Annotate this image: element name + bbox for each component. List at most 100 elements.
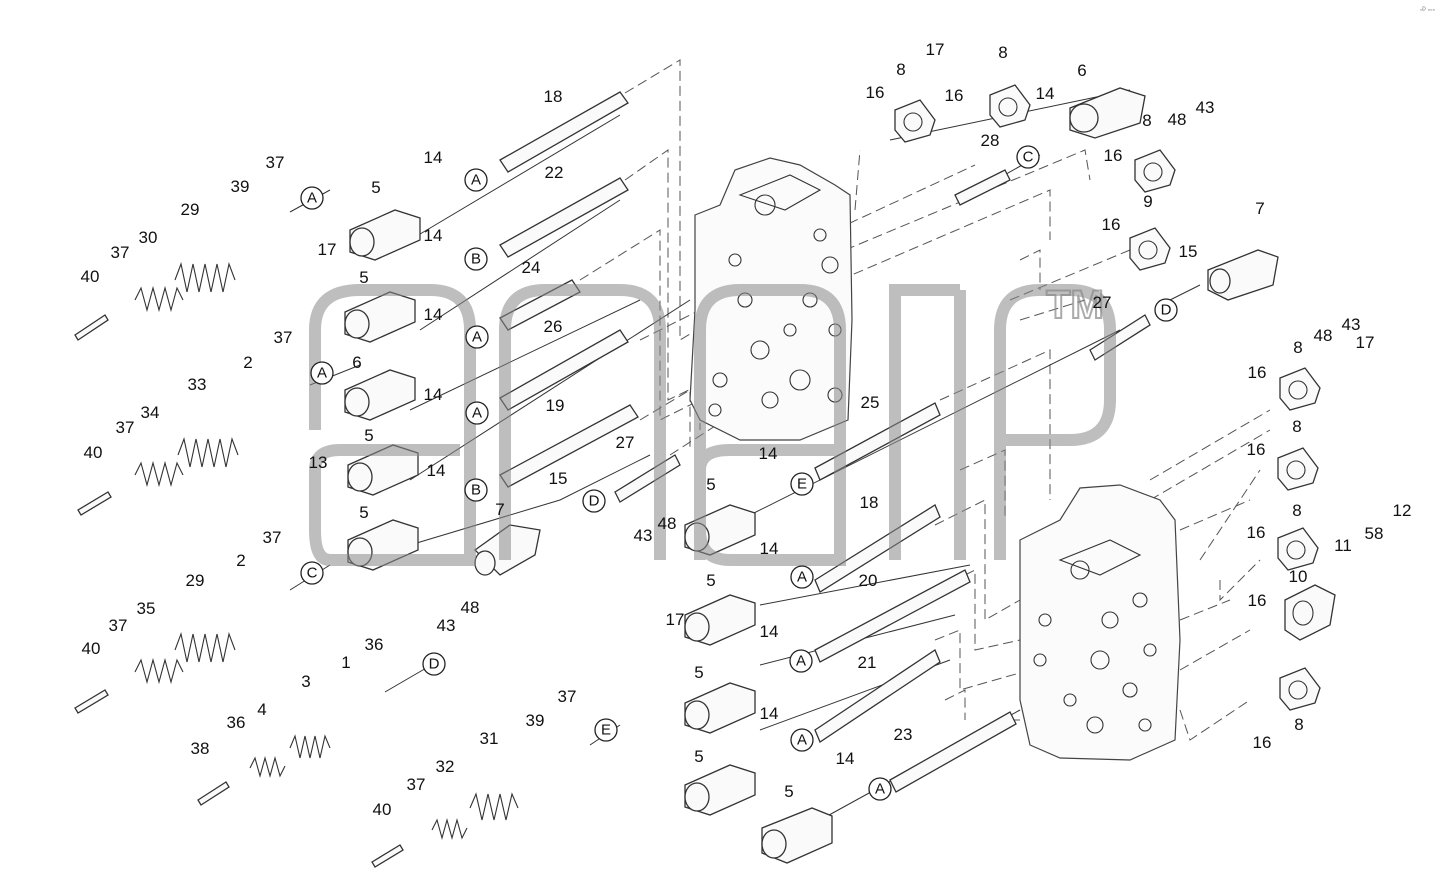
- connector-D: D: [422, 652, 446, 676]
- connector-circle: [789, 649, 813, 673]
- part-callout-39: 39: [526, 711, 545, 730]
- part-callout-17: 17: [1356, 333, 1375, 352]
- part-callout-16: 16: [1248, 363, 1267, 382]
- part-callout-14: 14: [1036, 84, 1055, 103]
- connector-A: A: [789, 649, 813, 673]
- part-callout-12: 12: [1393, 501, 1412, 520]
- part-callout-40: 40: [373, 800, 392, 819]
- part-callout-18: 18: [860, 493, 879, 512]
- part-callout-14: 14: [424, 385, 443, 404]
- part-callout-48: 48: [1168, 110, 1187, 129]
- part-callout-37: 37: [111, 243, 130, 262]
- connector-letter: A: [317, 365, 327, 382]
- right-valve-body: [1019, 484, 1181, 761]
- connector-A: A: [310, 361, 334, 385]
- part-callout-5: 5: [694, 747, 703, 766]
- part-callout-8: 8: [1293, 338, 1302, 357]
- corner-mark: ◦ᴰ ◦◦◦: [1420, 7, 1435, 14]
- part-callout-26: 26: [544, 317, 563, 336]
- part-callout-30: 30: [139, 228, 158, 247]
- connector-E: E: [594, 718, 618, 742]
- part-callout-14: 14: [427, 461, 446, 480]
- part-callout-16: 16: [1104, 146, 1123, 165]
- part-callout-18: 18: [544, 87, 563, 106]
- part-callout-19: 19: [546, 396, 565, 415]
- part-callout-21: 21: [858, 653, 877, 672]
- part-callout-17: 17: [926, 40, 945, 59]
- part-callout-8: 8: [1142, 111, 1151, 130]
- part-callout-1: 1: [341, 653, 350, 672]
- part-callout-5: 5: [371, 178, 380, 197]
- connector-circle: [594, 718, 618, 742]
- part-callout-8: 8: [1292, 417, 1301, 436]
- part-callout-20: 20: [859, 571, 878, 590]
- left-solenoids: [344, 209, 541, 576]
- connector-letter: D: [429, 656, 440, 673]
- part-callout-48: 48: [1314, 326, 1333, 345]
- part-callout-14: 14: [836, 749, 855, 768]
- part-callout-9: 9: [1143, 192, 1152, 211]
- connector-circle: [790, 472, 814, 496]
- watermark-tm: TM: [1046, 283, 1104, 327]
- part-callout-5: 5: [784, 782, 793, 801]
- part-callout-8: 8: [998, 43, 1007, 62]
- part-callout-37: 37: [407, 775, 426, 794]
- part-callout-7: 7: [1255, 199, 1264, 218]
- part-callout-14: 14: [424, 305, 443, 324]
- part-callout-14: 14: [424, 226, 443, 245]
- part-callout-29: 29: [186, 571, 205, 590]
- part-callout-15: 15: [1179, 242, 1198, 261]
- part-callout-48: 48: [461, 598, 480, 617]
- part-callout-40: 40: [82, 639, 101, 658]
- part-callout-13: 13: [309, 453, 328, 472]
- part-callout-37: 37: [558, 687, 577, 706]
- part-callout-39: 39: [231, 177, 250, 196]
- part-callout-7: 7: [495, 500, 504, 519]
- connector-A: A: [868, 777, 892, 801]
- connector-A: A: [464, 168, 488, 192]
- flanges: [894, 84, 1336, 711]
- part-callout-58: 58: [1365, 524, 1384, 543]
- connector-letter: A: [471, 172, 481, 189]
- part-callout-43: 43: [437, 616, 456, 635]
- part-callout-14: 14: [424, 148, 443, 167]
- connector-circle: [465, 325, 489, 349]
- connector-letter: B: [471, 482, 481, 499]
- connector-circle: [582, 489, 606, 513]
- connector-circle: [790, 728, 814, 752]
- spools: [499, 91, 1151, 793]
- part-callout-34: 34: [141, 403, 160, 422]
- connector-letter: B: [471, 251, 481, 268]
- part-callout-33: 33: [188, 375, 207, 394]
- part-callout-2: 2: [236, 551, 245, 570]
- connector-circle: [464, 168, 488, 192]
- part-callout-11: 11: [1334, 536, 1352, 555]
- part-callout-40: 40: [81, 267, 100, 286]
- connector-letter: C: [1023, 149, 1034, 166]
- part-callout-25: 25: [861, 393, 880, 412]
- part-callout-17: 17: [666, 610, 685, 629]
- part-callout-24: 24: [522, 258, 541, 277]
- part-callout-16: 16: [1102, 215, 1121, 234]
- connector-A: A: [790, 728, 814, 752]
- part-callout-43: 43: [1342, 315, 1361, 334]
- part-callout-14: 14: [760, 704, 779, 723]
- part-callout-37: 37: [274, 328, 293, 347]
- part-callout-8: 8: [896, 60, 905, 79]
- connector-B: B: [464, 478, 488, 502]
- part-callout-37: 37: [263, 528, 282, 547]
- part-callout-36: 36: [365, 635, 384, 654]
- connector-C: C: [1016, 145, 1040, 169]
- part-callout-16: 16: [1247, 440, 1266, 459]
- connector-D: D: [1154, 298, 1178, 322]
- part-callout-28: 28: [981, 131, 1000, 150]
- part-callout-5: 5: [364, 426, 373, 445]
- part-callout-10: 10: [1289, 567, 1308, 586]
- connector-letter: A: [796, 653, 806, 670]
- connector-E: E: [790, 472, 814, 496]
- connector-A: A: [465, 325, 489, 349]
- part-callout-37: 37: [109, 616, 128, 635]
- part-callout-16: 16: [1247, 523, 1266, 542]
- part-callout-37: 37: [266, 153, 285, 172]
